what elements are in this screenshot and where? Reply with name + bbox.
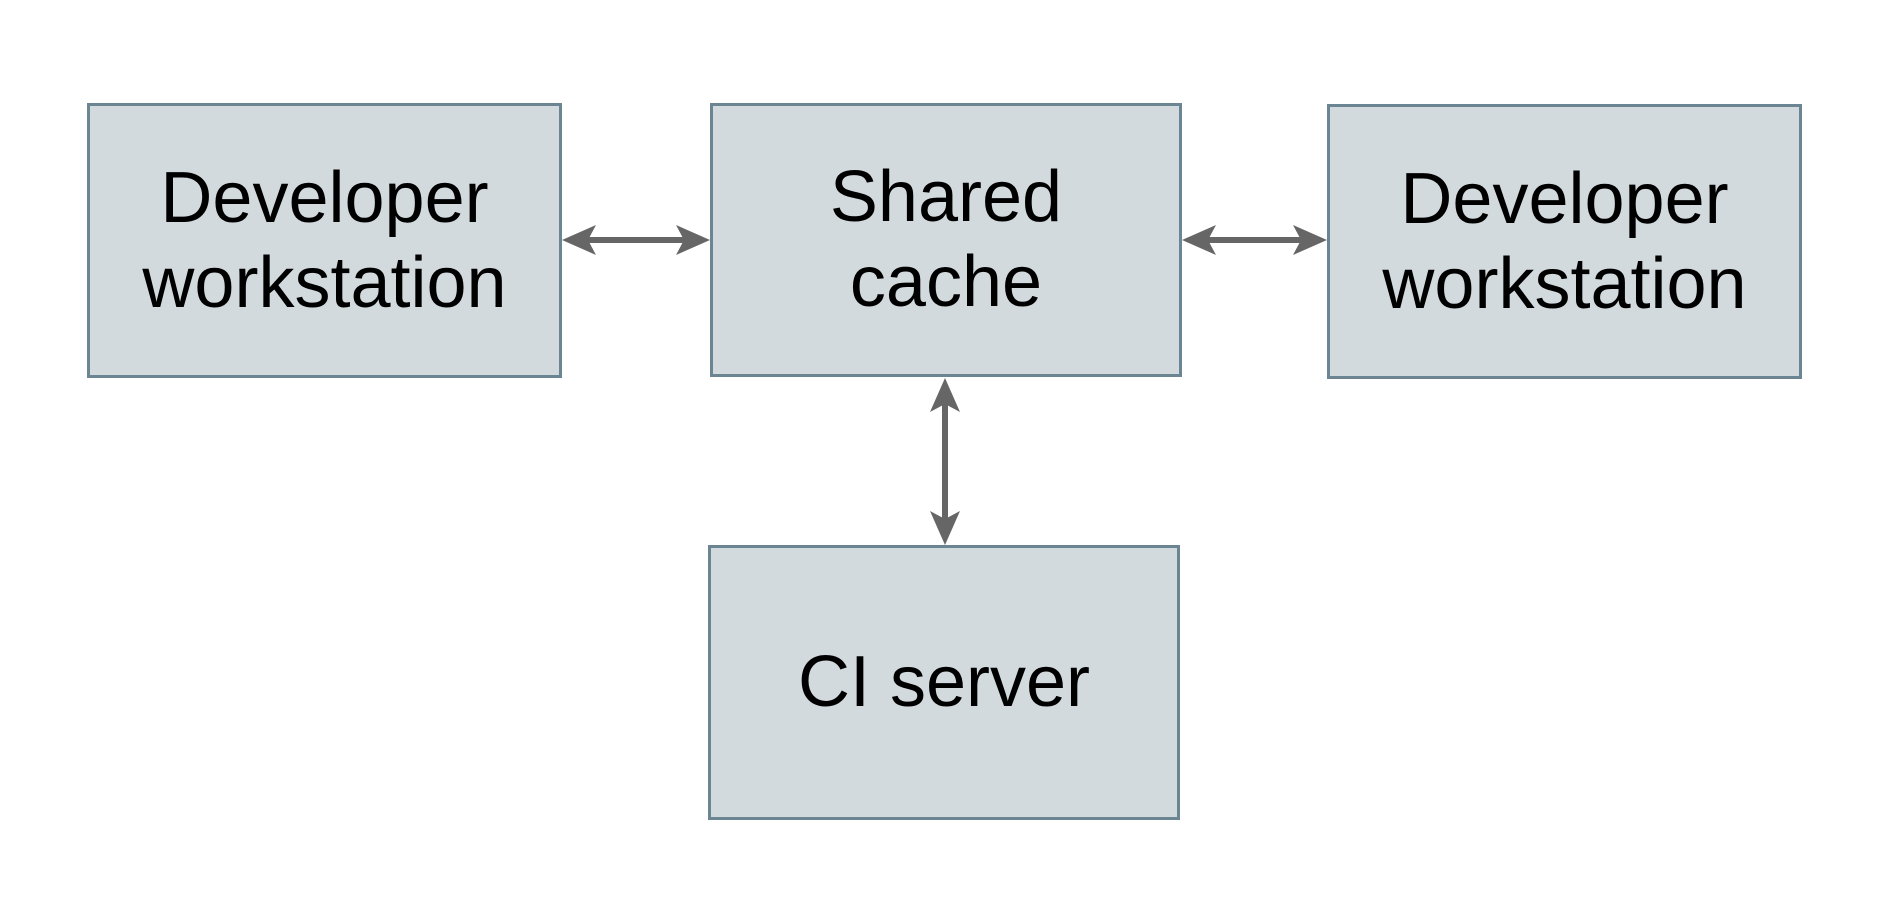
arrow-left-workstation-cache [562, 225, 710, 255]
node-developer-workstation-left: Developer workstation [87, 103, 562, 378]
node-label-line: Developer [160, 157, 489, 238]
arrow-cache-right-workstation [1182, 225, 1327, 255]
node-ci-server: CI server [708, 545, 1180, 820]
node-label-line: Shared [829, 157, 1063, 238]
node-developer-workstation-right: Developer workstation [1327, 104, 1802, 379]
node-label-line: workstation [142, 242, 507, 323]
node-label-line: cache [849, 242, 1043, 322]
arrow-cache-ci-server [930, 378, 960, 545]
node-label-line: CI server [797, 642, 1091, 723]
node-label-line: workstation [1382, 243, 1747, 324]
node-label-line: Developer [1400, 158, 1729, 239]
node-shared-cache: Shared cache [710, 103, 1182, 377]
